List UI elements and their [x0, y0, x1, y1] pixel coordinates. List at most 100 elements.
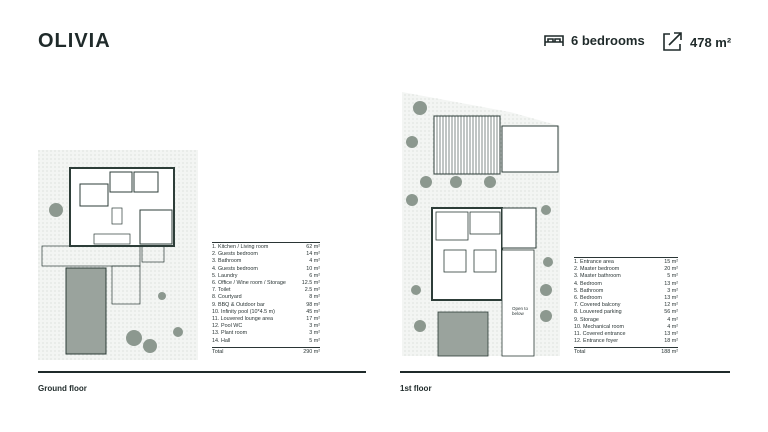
room-area: 4 m² [667, 323, 678, 330]
legend-row: 11. Covered entrance 13 m² [574, 331, 678, 338]
ground-floor-label: Ground floor [38, 384, 87, 393]
property-title: OLIVIA [38, 30, 111, 52]
room-label: 1. Kitchen / Living room [212, 244, 269, 250]
first-floor-plan [400, 90, 562, 358]
room-label: 10. Mechanical room [574, 323, 625, 330]
room-area: 5 m² [309, 337, 320, 344]
room-label: 4. Guests bedroom [212, 265, 258, 272]
total-label: Total [212, 348, 224, 355]
room-label: 14. Hall [212, 337, 231, 344]
open-to-below-label: Open to below [512, 306, 529, 316]
first-floor-label: 1st floor [400, 384, 432, 393]
legend-total-row: Total 188 m² [574, 347, 678, 356]
bedrooms-text: 6 bedrooms [571, 32, 645, 48]
room-area: 3 m² [309, 323, 320, 330]
room-area: 15 m² [664, 259, 678, 265]
room-area: 12.5 m² [301, 280, 320, 287]
legend-row: 6. Office / Wine room / Storage 12.5 m² [212, 280, 320, 287]
legend-row: 9. BBQ & Outdoor bar 98 m² [212, 302, 320, 309]
room-area: 6 m² [309, 272, 320, 279]
room-area: 13 m² [664, 295, 678, 302]
total-area: 188 m² [661, 349, 678, 356]
legend-row: 14. Hall 5 m² [212, 338, 320, 345]
legend-row: 3. Master bathroom 5 m² [574, 273, 678, 280]
room-label: 11. Louvered lounge area [212, 316, 274, 323]
room-area: 18 m² [664, 338, 678, 345]
room-area: 13 m² [664, 280, 678, 287]
room-label: 7. Covered balcony [574, 302, 621, 309]
room-area: 20 m² [664, 266, 678, 273]
legend-row: 12. Entrance foyer 18 m² [574, 338, 678, 345]
room-area: 10 m² [306, 265, 320, 272]
legend-row: 9. Storage 4 m² [574, 317, 678, 324]
room-area: 98 m² [306, 301, 320, 308]
room-label: 7. Toilet [212, 287, 231, 294]
room-label: 5. Bathroom [574, 287, 604, 294]
legend-rule [574, 257, 678, 258]
bedrooms-stat: 6 bedrooms [543, 32, 645, 48]
room-label: 1. Entrance area [574, 259, 614, 265]
legend-row: 8. Louvered parking 56 m² [574, 309, 678, 316]
room-area: 2.5 m² [304, 287, 320, 294]
room-label: 13. Plant room [212, 330, 248, 337]
room-area: 13 m² [664, 331, 678, 338]
legend-row: 7. Toilet 2.5 m² [212, 287, 320, 294]
room-label: 2. Guests bedroom [212, 251, 258, 258]
legend-row: 2. Master bedroom 20 m² [574, 266, 678, 273]
room-label: 5. Laundry [212, 272, 238, 279]
legend-row: 11. Louvered lounge area 17 m² [212, 316, 320, 323]
room-label: 12. Entrance foyer [574, 338, 619, 345]
legend-row: 13. Plant room 3 m² [212, 330, 320, 337]
total-label: Total [574, 349, 586, 356]
legend-total-row: Total 290 m² [212, 346, 320, 356]
total-area: 290 m² [303, 348, 320, 355]
room-area: 8 m² [309, 294, 320, 301]
room-label: 3. Master bathroom [574, 273, 621, 280]
room-area: 5 m² [667, 273, 678, 280]
room-label: 12. Pool WC [212, 323, 243, 330]
room-label: 8. Louvered parking [574, 309, 622, 316]
legend-row: 12. Pool WC 3 m² [212, 323, 320, 330]
room-label: 6. Office / Wine room / Storage [212, 280, 286, 287]
room-label: 2. Master bedroom [574, 266, 620, 273]
room-area: 4 m² [309, 258, 320, 265]
area-expand-icon [662, 32, 684, 52]
first-floor-divider [400, 371, 730, 373]
legend-row: 10. Mechanical room 4 m² [574, 324, 678, 331]
room-area: 3 m² [667, 287, 678, 294]
room-area: 4 m² [667, 316, 678, 323]
legend-row: 6. Bedroom 13 m² [574, 295, 678, 302]
ground-floor-legend: 1. Kitchen / Living room 62 m² 2. Guests … [212, 242, 320, 356]
room-area: 17 m² [306, 316, 320, 323]
legend-row: 4. Bedroom 13 m² [574, 281, 678, 288]
room-area: 12 m² [664, 302, 678, 309]
area-text: 478 m² [690, 34, 732, 50]
room-label: 11. Covered entrance [574, 331, 626, 338]
legend-row: 1. Entrance area 15 m² [574, 259, 678, 266]
legend-row: 5. Bathroom 3 m² [574, 288, 678, 295]
room-label: 9. Storage [574, 316, 599, 323]
room-area: 62 m² [306, 244, 320, 250]
ground-floor-divider [38, 371, 366, 373]
legend-row: 7. Covered balcony 12 m² [574, 302, 678, 309]
legend-row: 2. Guests bedroom 14 m² [212, 251, 320, 258]
ground-floor-plan [38, 150, 198, 360]
legend-row: 4. Guests bedroom 10 m² [212, 266, 320, 273]
legend-row: 8. Courtyard 8 m² [212, 294, 320, 301]
bed-icon [543, 32, 565, 48]
legend-row: 10. Infinity pool (10*4.5 m) 45 m² [212, 309, 320, 316]
room-area: 3 m² [309, 330, 320, 337]
room-label: 8. Courtyard [212, 294, 242, 301]
area-stat: 478 m² [662, 32, 731, 52]
room-label: 10. Infinity pool (10*4.5 m) [212, 308, 275, 315]
room-area: 56 m² [664, 309, 678, 316]
legend-row: 1. Kitchen / Living room 62 m² [212, 244, 320, 251]
legend-rule [212, 242, 320, 243]
legend-row: 5. Laundry 6 m² [212, 273, 320, 280]
room-label: 9. BBQ & Outdoor bar [212, 301, 265, 308]
room-label: 4. Bedroom [574, 280, 602, 287]
room-area: 45 m² [306, 308, 320, 315]
room-area: 14 m² [306, 251, 320, 258]
room-label: 6. Bedroom [574, 295, 602, 302]
